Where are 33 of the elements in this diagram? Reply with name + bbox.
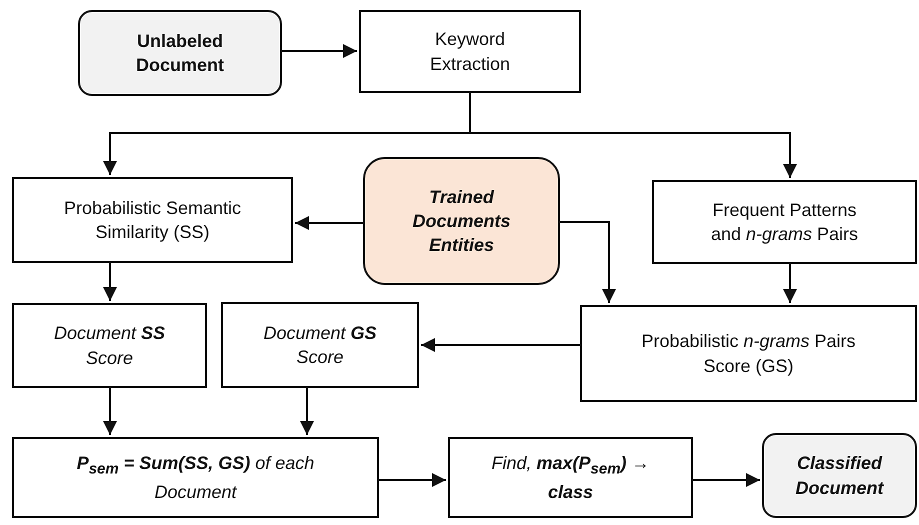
process-box (652, 180, 917, 264)
arrow (560, 221, 616, 303)
arrow (282, 44, 357, 58)
process-box (12, 303, 207, 388)
process-box (221, 302, 419, 388)
terminal-box (762, 433, 917, 518)
node-label: Probabilistic Semantic Similarity (SS) (62, 196, 242, 244)
arrow (379, 473, 446, 487)
process-box (12, 437, 379, 518)
terminal-box (78, 10, 282, 96)
data-store-box (363, 157, 560, 285)
node-label: Unlabeled Document (134, 30, 225, 77)
node-label: Find, max(P$_{sem}$) → class (490, 452, 651, 504)
process-box (359, 10, 581, 93)
arrow (103, 388, 117, 435)
arrow (421, 338, 580, 352)
arrow (469, 93, 797, 178)
arrow (295, 216, 363, 230)
node-label: Frequent Patterns and n-grams Pairs (710, 198, 860, 246)
process-box (580, 305, 917, 402)
node-label: Keyword Extraction (428, 28, 512, 76)
arrow (300, 388, 314, 435)
node-label: Classified Document (794, 452, 885, 500)
arrow (783, 264, 797, 303)
node-label: Document GS Score (262, 322, 378, 369)
arrow (693, 473, 760, 487)
node-label: Probabilistic n-grams Pairs Score (GS) (640, 330, 857, 378)
process-box (448, 437, 693, 518)
arrow (103, 263, 117, 301)
node-label: Document SS Score (52, 322, 166, 370)
node-label: P$_{sem}$ = Sum(SS, GS) of each Document (76, 452, 316, 504)
process-box (12, 177, 293, 263)
node-label: Trained Documents Entities (411, 186, 512, 258)
